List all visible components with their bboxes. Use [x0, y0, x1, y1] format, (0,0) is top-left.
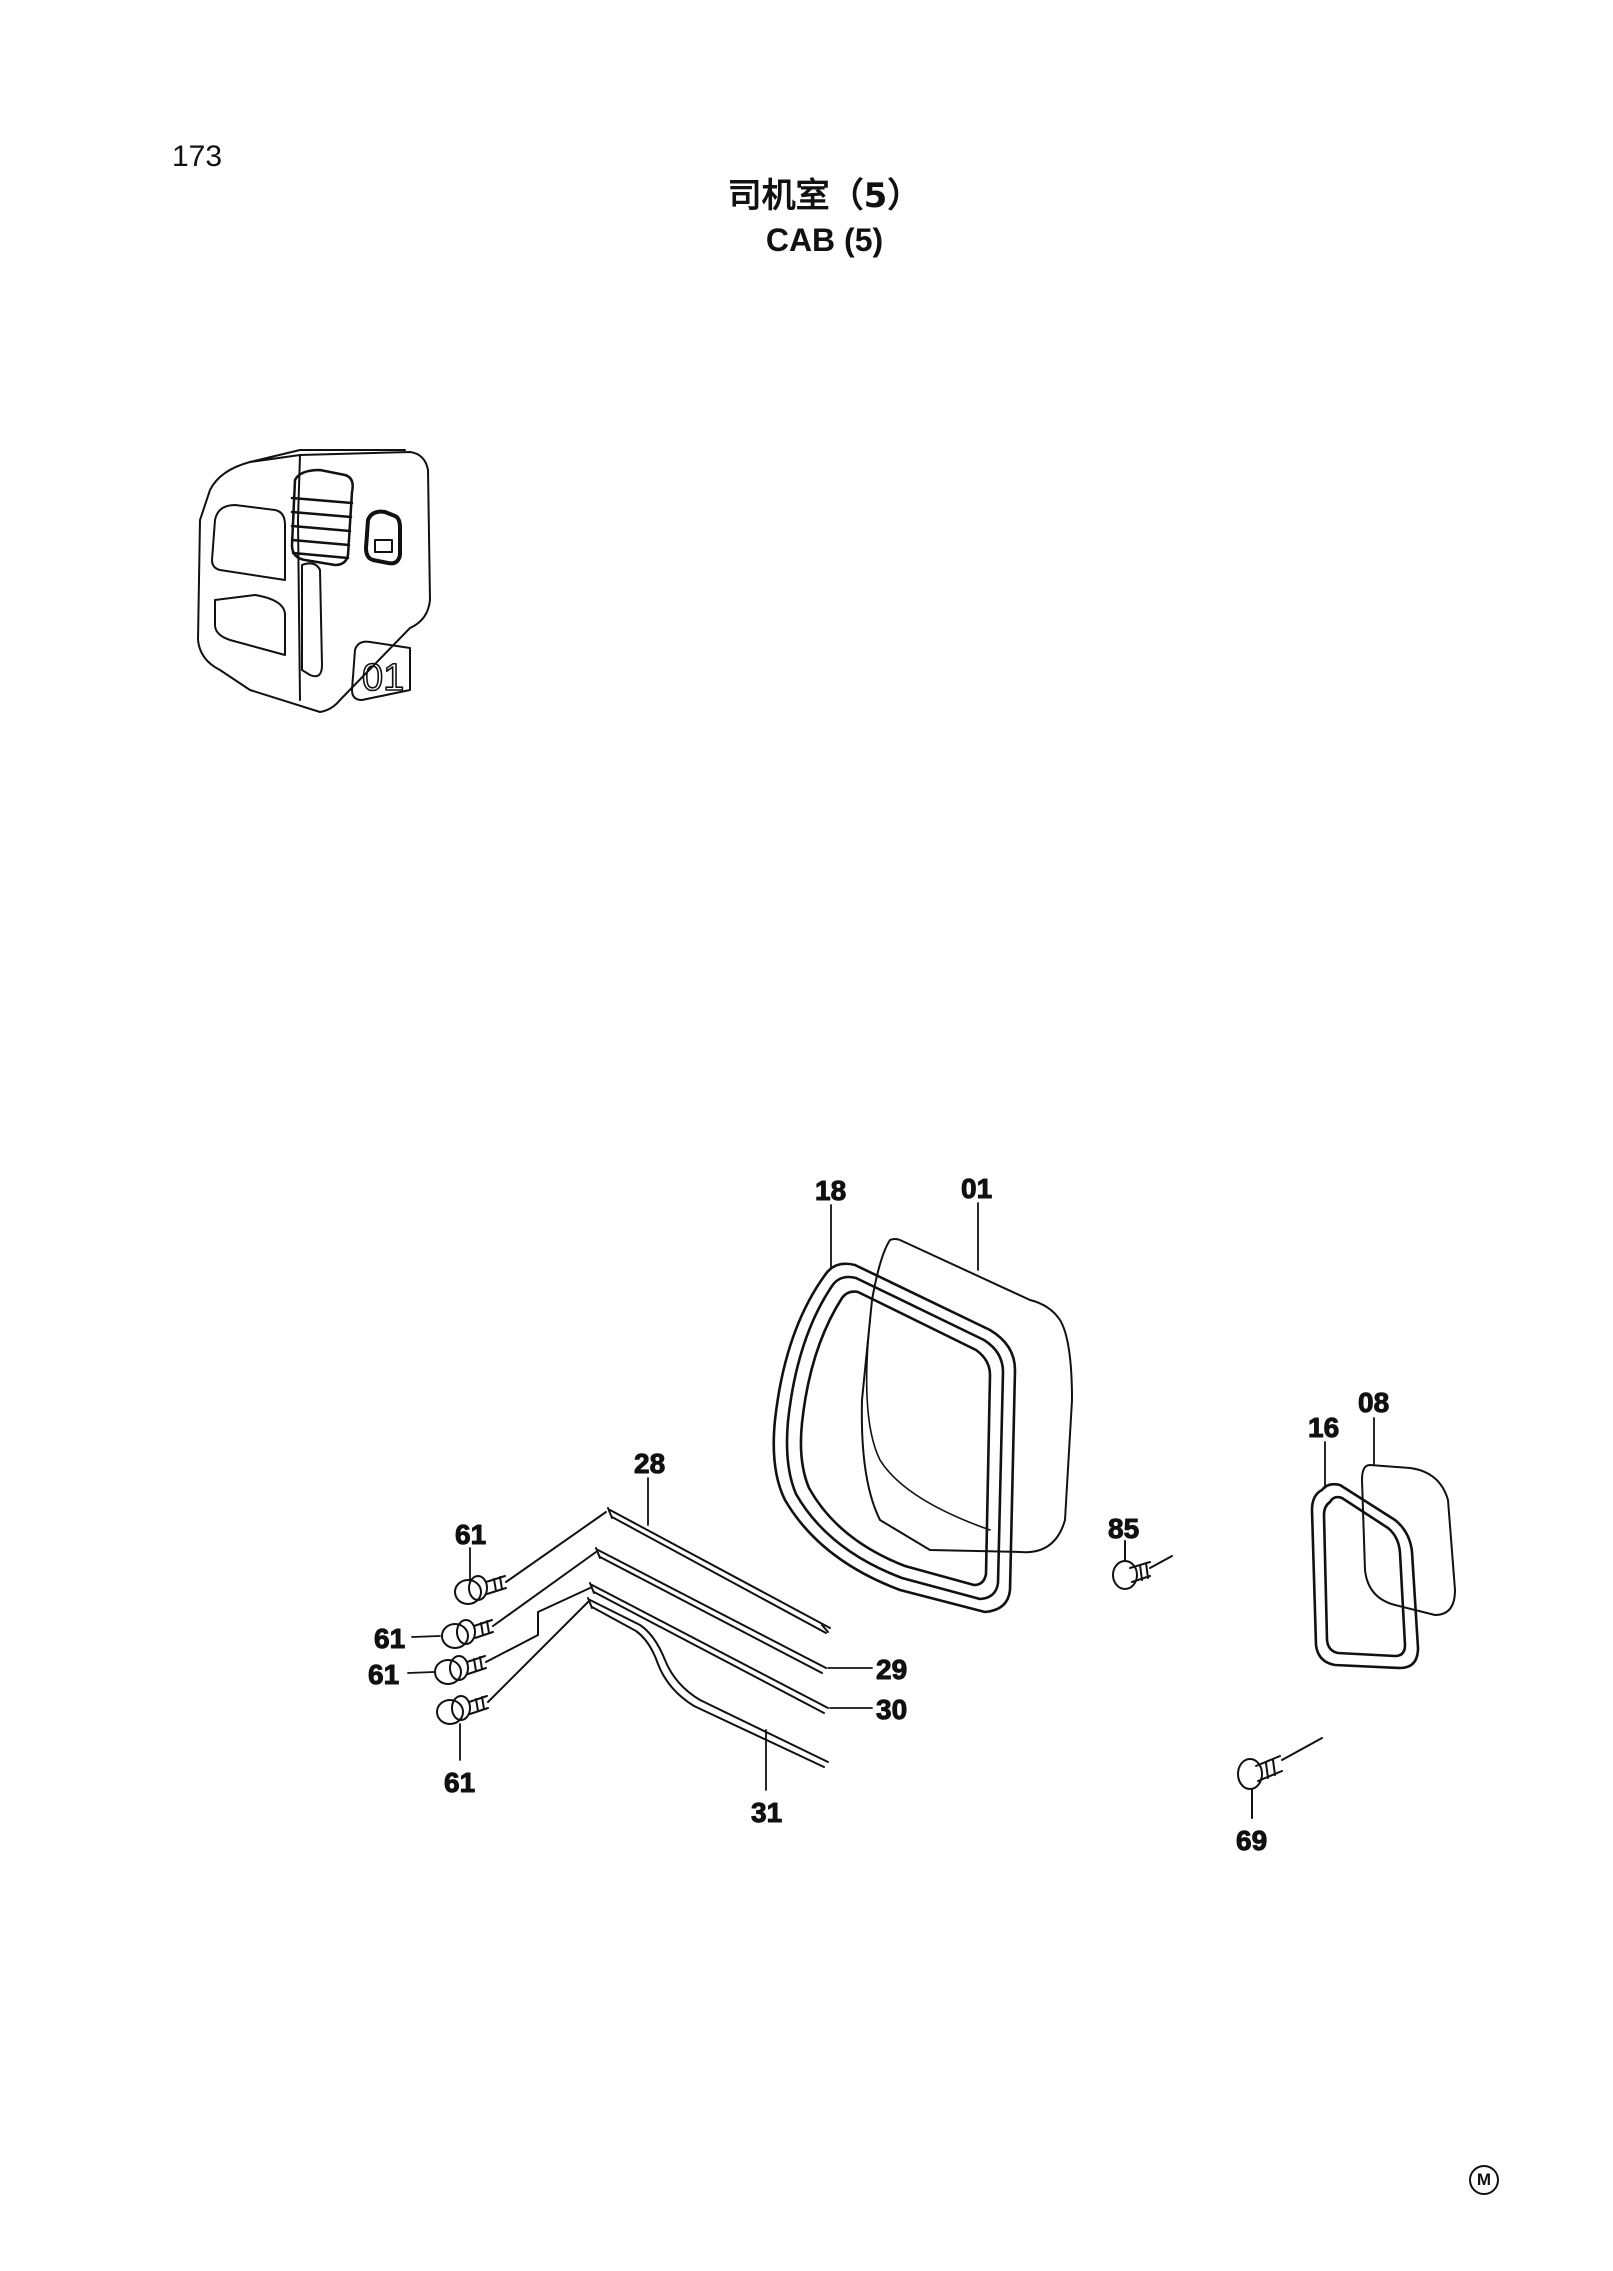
- cab-pillar: [301, 562, 323, 678]
- part-28-rail: [607, 1507, 831, 1634]
- rear-window-frame: [290, 468, 354, 567]
- cab-roof-edge: [249, 449, 406, 463]
- cab-overview-illustration: 01: [197, 449, 431, 713]
- leader-lines: [407, 1202, 1375, 1791]
- part-01-window-glass: [860, 1238, 1073, 1554]
- callout-61-lower: 61: [368, 1659, 399, 1690]
- part-61-bolt-1: [454, 1511, 607, 1605]
- side-window-highlight: [364, 509, 402, 566]
- cab-lower-window: [214, 594, 286, 656]
- corner-mark-circle: M: [1469, 2165, 1499, 2195]
- cab-rear-lower-label: 01: [362, 657, 404, 699]
- cab-front-edge: [297, 454, 301, 701]
- callout-01: 01: [961, 1173, 992, 1204]
- part-61-bolt-3: [434, 1587, 591, 1685]
- part-30-rail: [589, 1582, 829, 1714]
- part-08-small-glass: [1361, 1464, 1456, 1616]
- callout-31: 31: [751, 1797, 782, 1828]
- cab-outline: [197, 451, 431, 713]
- part-61-bolt-2: [441, 1551, 597, 1649]
- callout-28: 28: [634, 1448, 665, 1479]
- title-english: CAB (5): [765, 222, 884, 258]
- callout-30: 30: [876, 1694, 907, 1725]
- part-85-clip: [1112, 1540, 1173, 1590]
- page-number: 173: [172, 140, 223, 173]
- callout-61-top: 61: [455, 1519, 486, 1550]
- callout-69: 69: [1236, 1825, 1267, 1856]
- callout-16: 16: [1308, 1412, 1339, 1443]
- cab-door-window: [211, 504, 286, 581]
- part-01-glass-inner: [865, 1319, 991, 1531]
- callout-08: 08: [1358, 1387, 1389, 1418]
- part-18-weather-strip: [772, 1262, 1017, 1614]
- part-69-clip: [1237, 1737, 1323, 1819]
- title-chinese: 司机室（5）: [727, 176, 922, 216]
- callout-18: 18: [815, 1175, 846, 1206]
- callout-29: 29: [876, 1654, 907, 1685]
- part-29-rail: [595, 1547, 827, 1674]
- part-31-rail: [587, 1597, 829, 1768]
- callout-61-middle: 61: [374, 1623, 405, 1654]
- part-16-small-weather-strip: [1310, 1482, 1420, 1670]
- callout-85: 85: [1108, 1513, 1139, 1544]
- rear-window-highlight: [290, 468, 354, 567]
- part-61-bolt-4: [436, 1601, 589, 1725]
- cab-rear-lower: [351, 640, 411, 701]
- callout-61-bottom: 61: [444, 1767, 475, 1798]
